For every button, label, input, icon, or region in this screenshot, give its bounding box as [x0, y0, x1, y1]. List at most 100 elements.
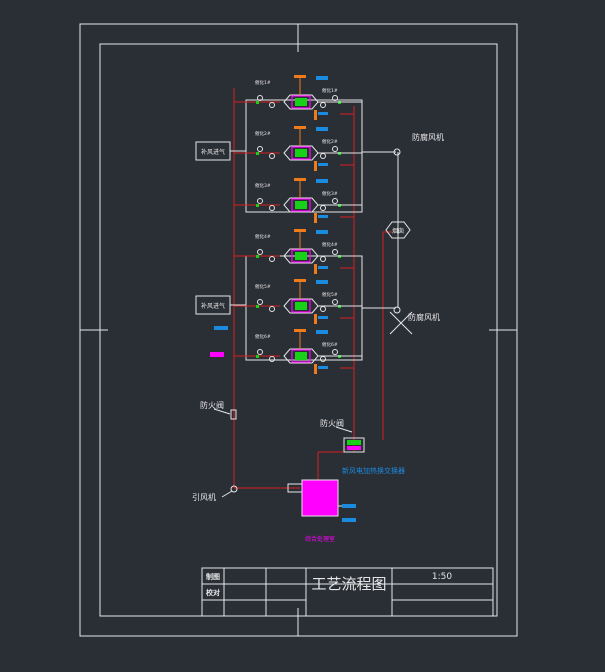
unit-4-tag-right: 催化4# — [322, 241, 338, 248]
unit-6-orange-side — [314, 364, 317, 374]
heat-exchanger — [343, 437, 365, 453]
unit-6-valve-right — [332, 349, 338, 355]
unit-5-bed-core — [295, 302, 307, 310]
unit-6-tag: 催化6# — [255, 333, 271, 340]
unit-1-green-dot-left — [256, 101, 259, 104]
unit-6-tag-right: 催化6# — [322, 341, 338, 348]
unit-6-blue-tag-top — [316, 330, 328, 334]
fire-damper-right-leader — [335, 426, 353, 433]
unit-2-valve-left — [257, 146, 263, 152]
unit-5-tag-right: 催化5# — [322, 291, 338, 298]
unit-2-green-dot-left — [256, 152, 259, 155]
unit-1-tag-right: 催化1# — [322, 87, 338, 94]
unit-1-bed-core — [295, 98, 307, 106]
mixing-box-label: 综合处理室 — [305, 535, 335, 543]
unit-1-valve-left-2 — [269, 102, 275, 108]
unit-5-valve-right — [332, 299, 338, 305]
unit-4-valve-right-2 — [320, 256, 326, 262]
exhaust-fan-top-label: 防腐风机 — [412, 132, 444, 142]
unit-2-bed-frame — [291, 146, 311, 160]
unit-5-bed-frame — [291, 299, 311, 313]
unit-3-bed-core — [295, 201, 307, 209]
fresh-air-label-bottom: 补风进气 — [201, 302, 225, 310]
drawn-label: 制图 — [206, 572, 220, 581]
unit-3-tag-right: 催化3# — [322, 190, 338, 197]
mixing-box-blue-2 — [342, 518, 356, 522]
unit-6-valve-left-2 — [269, 356, 275, 362]
checked-label: 校对 — [206, 588, 220, 597]
unit-3-valve-left-2 — [269, 205, 275, 211]
title-block: 制图 校对 工艺流程图 1:50 — [201, 567, 494, 617]
unit-3-bed-frame — [291, 198, 311, 212]
unit-4-tag: 催化4# — [255, 233, 271, 240]
unit-6-bed-core — [295, 352, 307, 360]
fire-damper-right-label: 防火阀 — [320, 418, 344, 428]
unit-1-blue-tag-bottom — [318, 112, 328, 115]
unit-3-valve-right-2 — [320, 205, 326, 211]
unit-3-green-dot-left — [256, 204, 259, 207]
unit-3-orange-top — [294, 178, 306, 181]
unit-5-tag: 催化5# — [255, 283, 271, 290]
unit-2-tag: 催化2# — [255, 130, 271, 137]
unit-4-valve-right — [332, 249, 338, 255]
unit-5-valve-right-2 — [320, 306, 326, 312]
unit-6-valve-left — [257, 349, 263, 355]
unit-1-orange-top — [294, 75, 306, 78]
unit-4-orange-top — [294, 229, 306, 232]
unit-6-orange-top — [294, 329, 306, 332]
unit-4-valve-left — [257, 249, 263, 255]
unit-1-valve-right-2 — [320, 102, 326, 108]
unit-1-blue-tag-top — [316, 76, 328, 80]
fan-blower-label: 引风机 — [192, 492, 216, 502]
unit-2-valve-right-2 — [320, 153, 326, 159]
unit-4-bed-core — [295, 252, 307, 260]
unit-2-valve-left-2 — [269, 153, 275, 159]
unit-4-bed-frame — [291, 249, 311, 263]
unit-2-orange-top — [294, 126, 306, 129]
unit-1-bed-frame — [291, 95, 311, 109]
heat-exchanger-label: 新风电加热换交换器 — [342, 466, 405, 475]
fire-damper-left-label: 防火阀 — [200, 400, 224, 410]
unit-2-blue-tag-top — [316, 127, 328, 131]
unit-4-blue-tag-top — [316, 230, 328, 234]
fan-blower-symbol — [230, 485, 238, 493]
unit-6-bed-frame — [291, 349, 311, 363]
scale-value: 1:50 — [432, 572, 452, 582]
unit-1-orange-side — [314, 110, 317, 120]
unit-5-orange-side — [314, 314, 317, 324]
tower-label: 烟囱 — [392, 227, 404, 235]
unit-4-green-dot-left — [256, 255, 259, 258]
unit-1-tag: 催化1# — [255, 79, 271, 86]
unit-2-valve-right — [332, 146, 338, 152]
unit-3-blue-tag-top — [316, 179, 328, 183]
fire-damper-left-symbol — [230, 409, 237, 420]
unit-5-orange-top — [294, 279, 306, 282]
unit-6-blue-tag-bottom — [318, 366, 328, 369]
mixing-box — [301, 479, 339, 517]
exhaust-fan-bottom-label: 防腐风机 — [408, 312, 440, 322]
unit-4-orange-side — [314, 264, 317, 274]
unit-1-valve-left — [257, 95, 263, 101]
unit-6-green-dot-left — [256, 355, 259, 358]
unit-3-tag: 催化3# — [255, 182, 271, 189]
unit-2-tag-right: 催化2# — [322, 138, 338, 145]
fan-blower-leader — [221, 490, 233, 498]
unit-3-valve-left — [257, 198, 263, 204]
fire-damper-left-leader — [213, 408, 231, 415]
unit-2-bed-core — [295, 149, 307, 157]
unit-5-valve-left-2 — [269, 306, 275, 312]
unit-5-green-dot-left — [256, 305, 259, 308]
mixing-box-blue-1 — [342, 504, 356, 508]
unit-6-valve-right-2 — [320, 356, 326, 362]
tower-symbol — [385, 221, 411, 239]
unit-5-blue-tag-bottom — [318, 316, 328, 319]
blue-marker-left — [214, 326, 228, 330]
catalytic-units: 催化1# 催化1# 催化2# 催化2# 催化3# 催化3# 催化4# 催化4# 催化5# 催化5#… — [234, 75, 362, 374]
cross-line-b — [389, 311, 413, 335]
unit-4-blue-tag-bottom — [318, 266, 328, 269]
unit-1-valve-right — [332, 95, 338, 101]
magenta-marker-left — [210, 352, 224, 357]
exhaust-fan-top-symbol — [393, 148, 401, 156]
fresh-air-label-top: 补风进气 — [201, 148, 225, 156]
